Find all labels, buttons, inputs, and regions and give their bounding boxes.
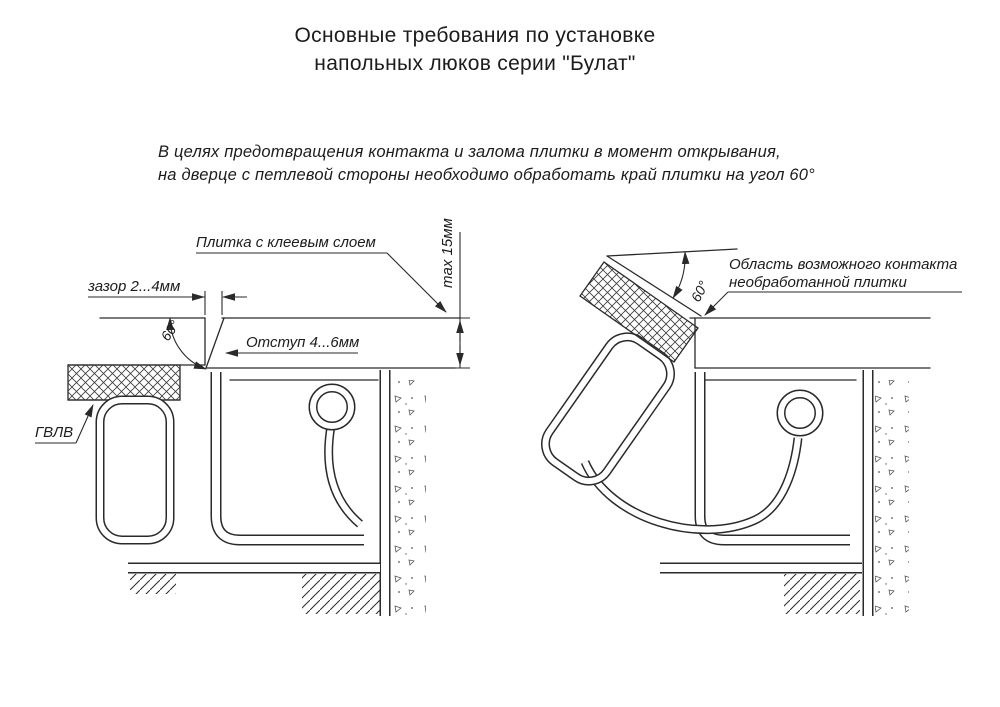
concrete-fill — [392, 380, 426, 616]
right-drawing-open-hatch-section: 60° Область возможного контакта необрабо… — [541, 248, 962, 616]
door-edge-tube — [95, 395, 175, 545]
angle-label-right: 60° — [688, 278, 712, 305]
gap-label: зазор 2...4мм — [87, 278, 180, 295]
callout-contact-area: Область возможного контакта необработанн… — [704, 256, 962, 316]
right-floor-lines — [689, 317, 931, 381]
sheet-title-line1: Основные требования по установке — [294, 24, 656, 47]
section-hatch-right — [302, 574, 380, 614]
section-hatch-left — [130, 574, 176, 594]
open-door-edge-tube — [541, 332, 675, 486]
max-thickness-label: max 15мм — [439, 218, 456, 288]
concrete-fill — [875, 380, 909, 616]
dim-offset: Отступ 4...6мм — [225, 334, 359, 357]
right-bottom-rail — [660, 562, 862, 614]
gvl-board-section — [67, 364, 181, 401]
contact-area-label-line1: Область возможного контакта — [729, 256, 957, 273]
right-pan-channel — [694, 372, 850, 546]
dim-angle-60-left: 60° — [157, 317, 207, 370]
offset-label: Отступ 4...6мм — [246, 334, 359, 351]
hinge-arm — [324, 425, 364, 528]
hinge-pivot-circle — [776, 389, 824, 437]
requirement-note-line2: на дверце с петлевой стороны необходимо … — [158, 166, 815, 184]
callout-tile-adhesive: Плитка с клеевым слоем — [196, 234, 447, 313]
dim-max-thickness: max 15мм — [439, 218, 470, 369]
sheet-title-line2: напольных люков серии "Булат" — [314, 52, 636, 75]
callout-gvl: ГВЛВ — [35, 404, 94, 444]
gvl-label: ГВЛВ — [35, 424, 73, 441]
requirement-note-line1: В целях предотвращения контакта и залома… — [158, 143, 781, 161]
left-drawing-closed-hatch-section: зазор 2...4мм Плитка с клеевым слоем 60°… — [35, 218, 470, 616]
dim-gap: зазор 2...4мм — [87, 278, 247, 315]
tile-adhesive-label: Плитка с клеевым слоем — [196, 234, 376, 251]
hinge-pivot-circle — [308, 383, 356, 431]
untreated-tile-section — [579, 261, 699, 363]
requirement-note: В целях предотвращения контакта и залома… — [158, 141, 815, 187]
left-frame-wall — [379, 370, 426, 616]
contact-area-label-line2: необработанной плитки — [729, 274, 908, 291]
sheet-title: Основные требования по установке напольн… — [0, 22, 950, 78]
section-hatch — [784, 574, 860, 614]
left-bottom-rail — [128, 562, 380, 614]
angle-label-left: 60° — [157, 317, 182, 344]
door-pan-channel — [210, 372, 364, 546]
open-hinge-arm — [580, 437, 803, 535]
right-frame-wall — [862, 370, 909, 616]
